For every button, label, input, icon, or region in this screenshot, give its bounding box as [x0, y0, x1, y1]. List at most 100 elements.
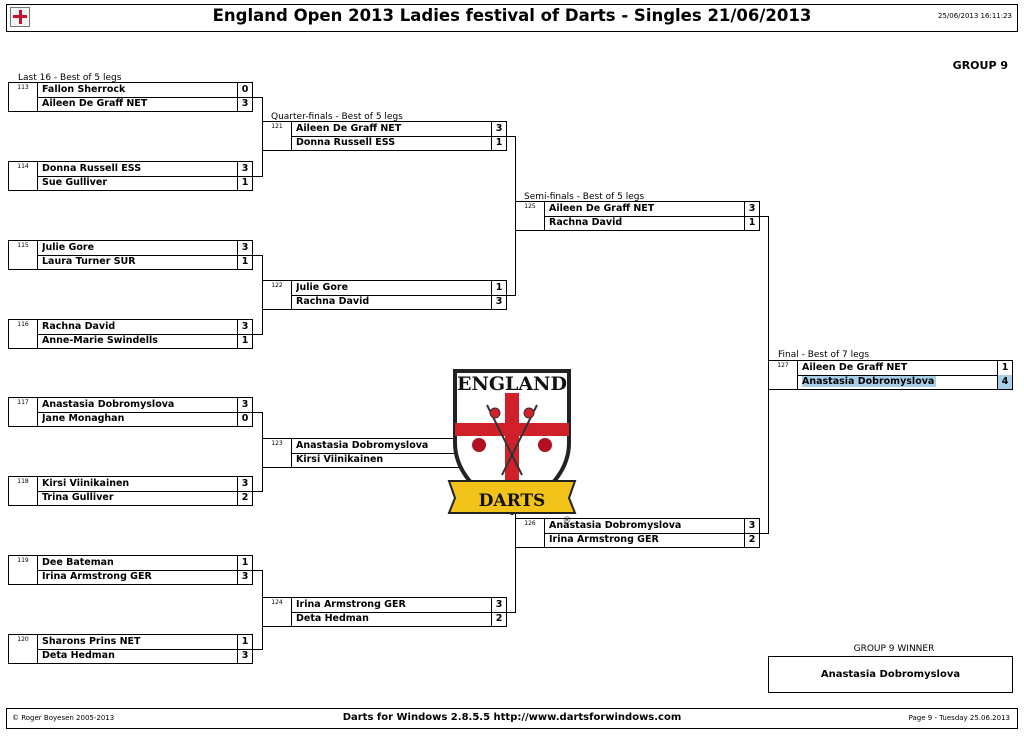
player-name: Anastasia Dobromyslova [296, 440, 429, 451]
player-name: Kirsi Viinikainen [42, 478, 130, 489]
bracket-connector [253, 570, 263, 571]
player-name: Aileen De Graff NET [42, 98, 148, 109]
player-name: Deta Hedman [296, 613, 369, 624]
player-score: 1 [744, 216, 759, 230]
player-score: 3 [237, 570, 252, 584]
match-player-row: Jane Monaghan 0 [38, 412, 252, 426]
match-126: 126 Anastasia Dobromyslova 3 Irina Armstr… [515, 518, 760, 548]
player-score: 1 [237, 334, 252, 348]
player-name: Anastasia Dobromyslova [549, 520, 682, 531]
player-name: Donna Russell ESS [42, 163, 142, 174]
bracket-connector [507, 612, 516, 613]
player-score: 3 [491, 122, 506, 136]
bracket-connector [253, 412, 263, 413]
player-name: Anastasia Dobromyslova [802, 375, 994, 389]
player-name: Irina Armstrong GER [42, 571, 152, 582]
player-score: 2 [491, 612, 506, 626]
player-score: 3 [491, 598, 506, 612]
player-name: Laura Turner SUR [42, 256, 136, 267]
player-name: Rachna David [42, 321, 116, 332]
player-name: Aileen De Graff NET [296, 123, 402, 134]
england-flag-icon [10, 7, 30, 27]
bracket-connector [253, 97, 263, 98]
bracket-connector [253, 176, 263, 177]
match-player-row: Deta Hedman 2 [292, 612, 506, 626]
match-number: 114 [9, 162, 38, 190]
match-player-row: Kirsi Viinikainen 3 [38, 477, 252, 492]
player-score: 3 [237, 477, 252, 491]
bracket-connector [253, 255, 263, 256]
player-score: 1 [491, 281, 506, 295]
player-name: Julie Gore [296, 282, 349, 293]
player-score: 3 [237, 241, 252, 255]
player-score: 0 [237, 83, 252, 97]
player-name: Dee Bateman [42, 557, 114, 568]
footer-page-info: Page 9 - Tuesday 25.06.2013 [908, 714, 1010, 722]
player-score: 3 [744, 519, 759, 533]
player-name: Donna Russell ESS [296, 137, 396, 148]
player-name: Irina Armstrong GER [549, 534, 659, 545]
match-number: 121 [263, 122, 292, 150]
player-score: 2 [237, 491, 252, 505]
player-score: 1 [237, 635, 252, 649]
player-score: 3 [237, 398, 252, 412]
player-name: Sharons Prins NET [42, 636, 141, 647]
player-score: 3 [237, 320, 252, 334]
player-name: Kirsi Viinikainen [296, 454, 384, 465]
bracket-connector [760, 216, 769, 217]
player-name: Jane Monaghan [42, 413, 125, 424]
winner-caption: GROUP 9 WINNER [853, 644, 935, 654]
player-score: 0 [237, 412, 252, 426]
player-score: 3 [237, 649, 252, 663]
match-number: 115 [9, 241, 38, 269]
match-number: 126 [516, 519, 545, 547]
player-name: Aileen De Graff NET [802, 362, 908, 373]
match-number: 118 [9, 477, 38, 505]
match-player-row: Laura Turner SUR 1 [38, 255, 252, 269]
match-player-row: Sharons Prins NET 1 [38, 635, 252, 650]
player-score: 4 [997, 375, 1012, 389]
match-124: 124 Irina Armstrong GER 3 Deta Hedman 2 [262, 597, 507, 627]
player-score: 1 [237, 556, 252, 570]
match-number: 125 [516, 202, 545, 230]
group-label: GROUP 9 [952, 59, 1008, 72]
player-score: 3 [744, 202, 759, 216]
match-number: 120 [9, 635, 38, 663]
bracket-connector [253, 491, 263, 492]
player-score: 2 [744, 533, 759, 547]
match-player-row: Aileen De Graff NET 3 [38, 97, 252, 111]
match-number: 122 [263, 281, 292, 309]
header-bar [6, 4, 1018, 32]
england-darts-logo: ENGLAND DARTS ® [447, 369, 577, 523]
match-player-row: Julie Gore 1 [292, 281, 506, 296]
player-score: 1 [237, 255, 252, 269]
round-label-final: Final - Best of 7 legs [778, 350, 870, 360]
round-label-last16: Last 16 - Best of 5 legs [18, 73, 122, 83]
footer-app-info: Darts for Windows 2.8.5.5 http://www.dar… [342, 712, 682, 723]
player-score: 1 [237, 176, 252, 190]
match-number: 127 [769, 361, 798, 389]
player-score: 3 [237, 97, 252, 111]
bracket-connector [507, 136, 516, 137]
match-number: 113 [9, 83, 38, 111]
player-name: Irina Armstrong GER [296, 599, 406, 610]
player-score: 3 [237, 162, 252, 176]
player-name: Anastasia Dobromyslova [42, 399, 175, 410]
player-name: Anne-Marie Swindells [42, 335, 158, 346]
match-number: 124 [263, 598, 292, 626]
footer-copyright: © Roger Boyesen 2005-2013 [12, 714, 115, 722]
